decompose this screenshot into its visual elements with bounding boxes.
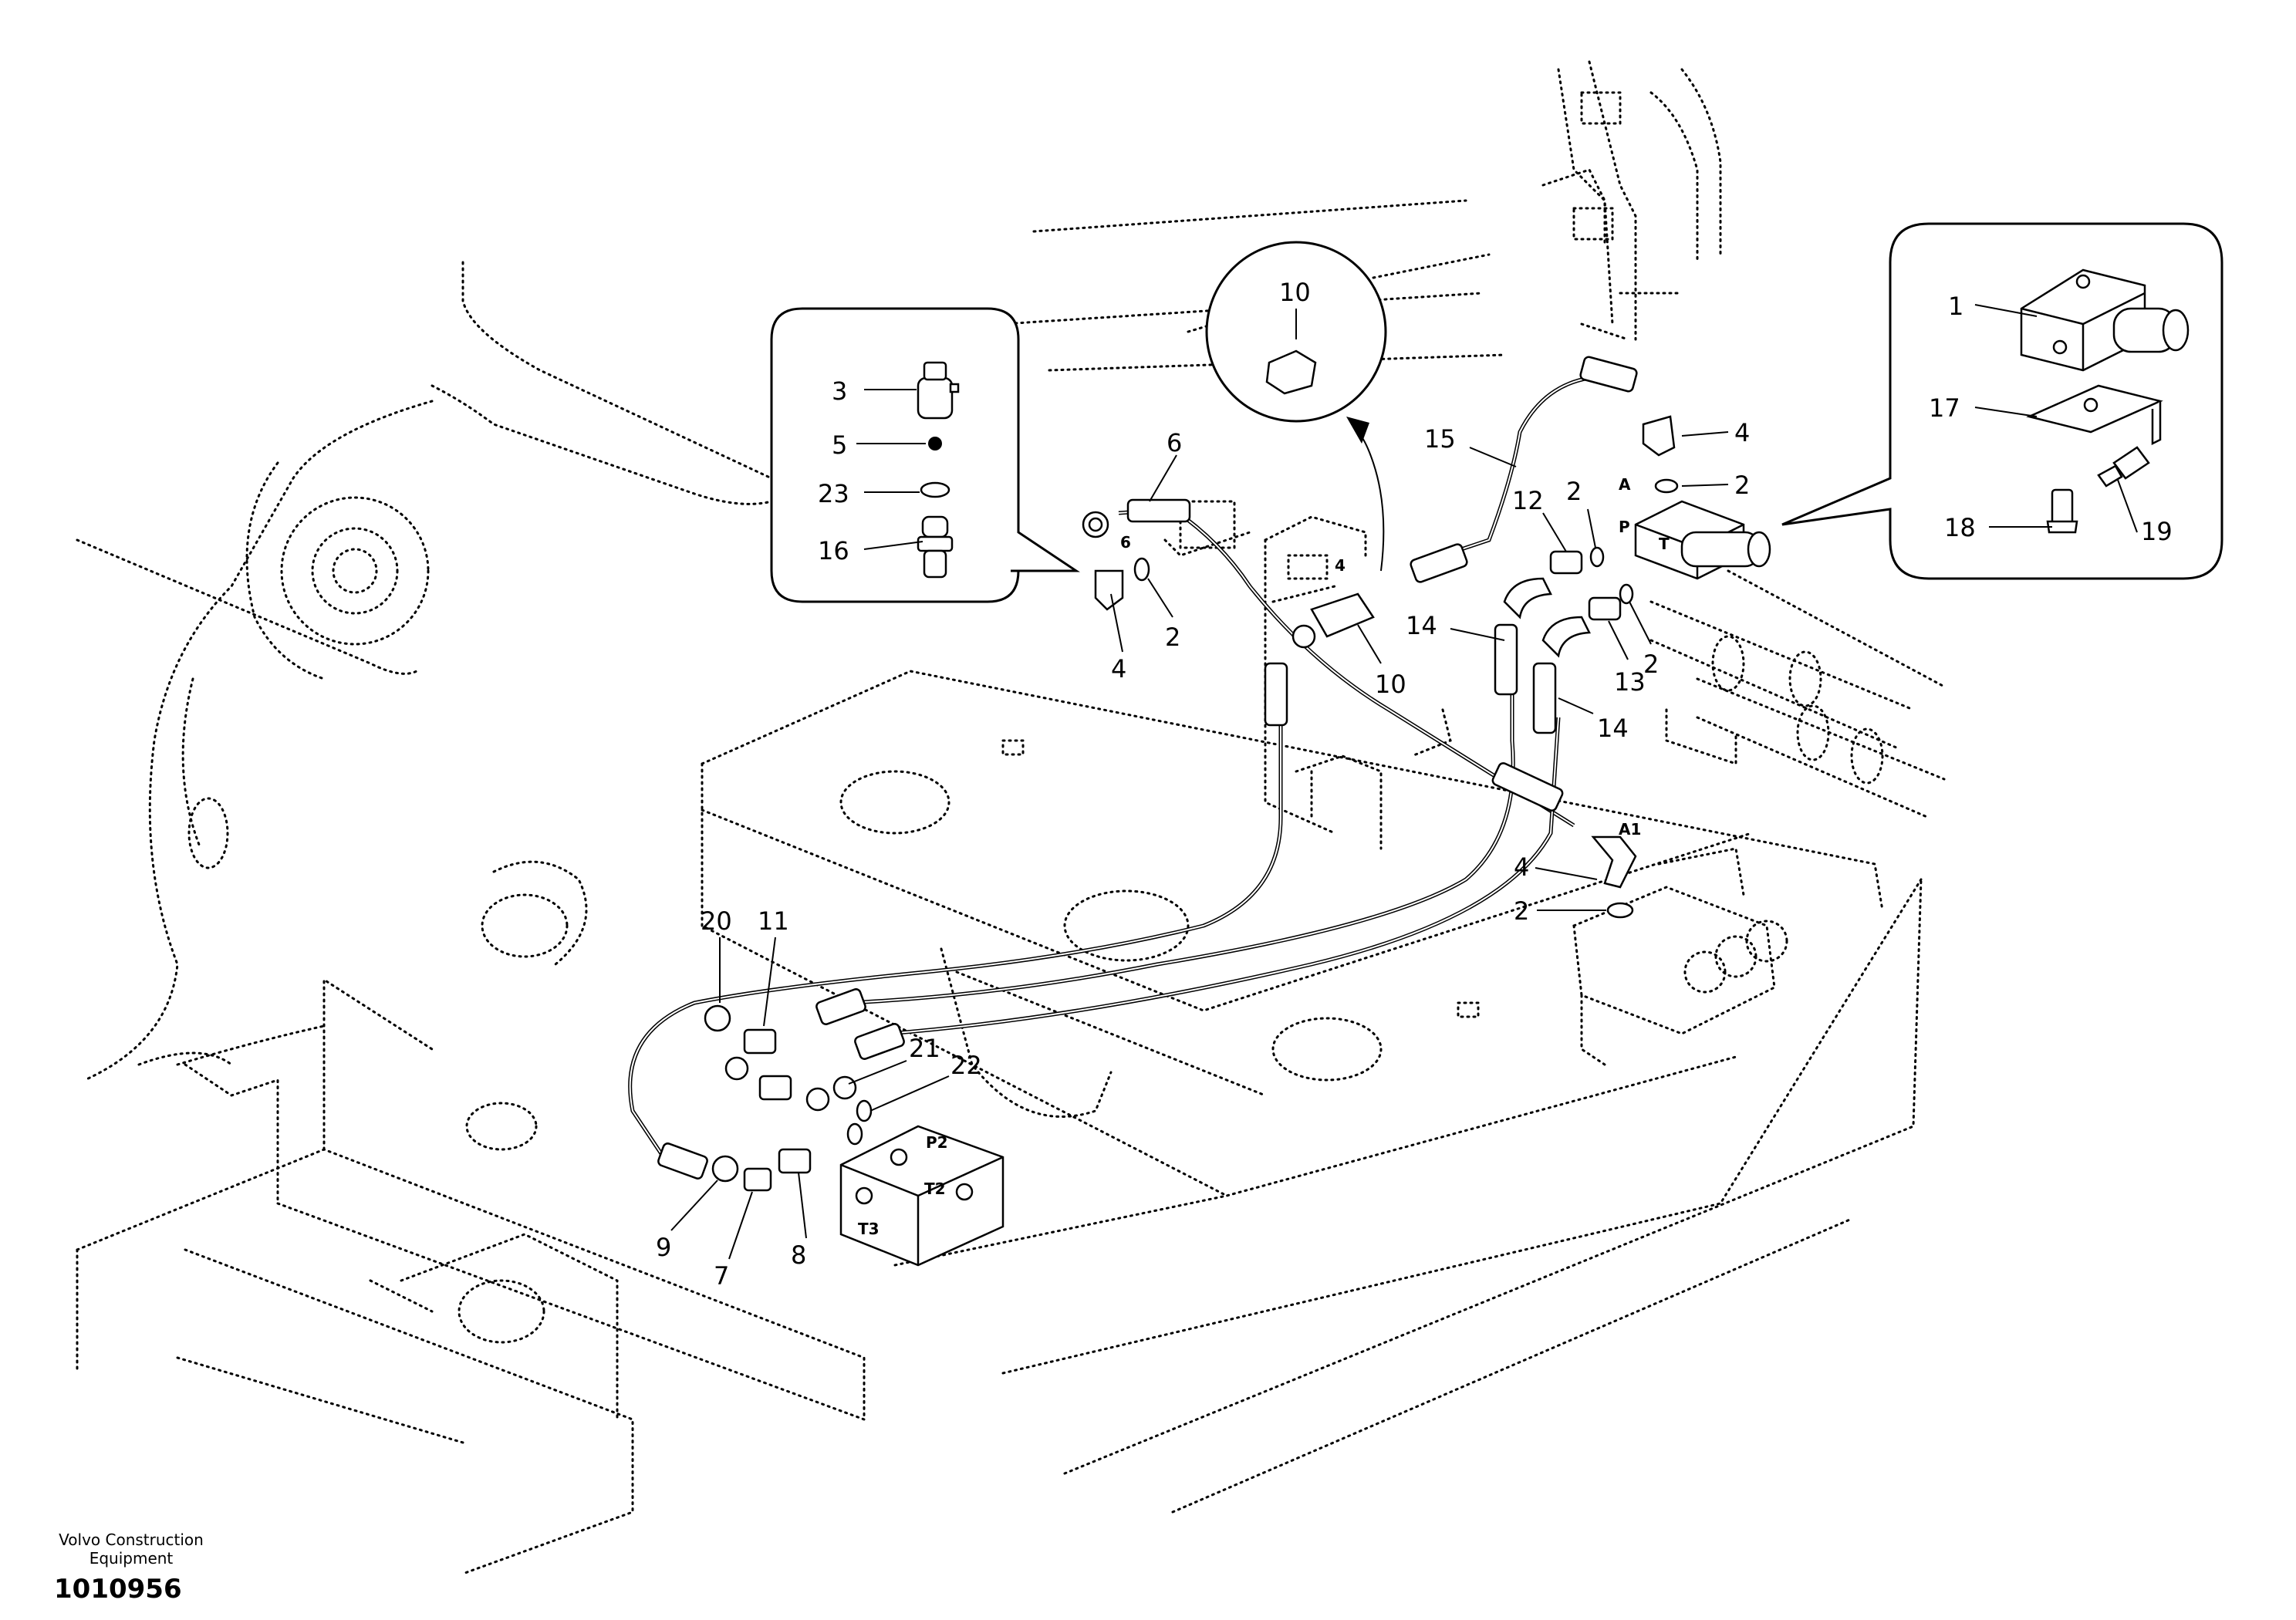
main-callouts: 6 4 2 10 15 4 2 12 2 2 13 14 14: [656, 418, 1750, 1291]
callout-16: 16: [818, 536, 849, 565]
port-label-a: A: [1619, 475, 1631, 494]
company-name-line1: Volvo Construction: [59, 1531, 204, 1549]
callout-4-a1: 4: [1514, 852, 1529, 882]
manifold-block: P2 T2 T3: [839, 1125, 1004, 1267]
callout-2-midright: 2: [1643, 650, 1659, 679]
port-label-t2: T2: [924, 1180, 946, 1198]
port-label-t: T: [1659, 535, 1670, 553]
callout-9: 9: [656, 1233, 671, 1262]
drawing-number: 1010956: [54, 1574, 182, 1605]
callout-2-a1: 2: [1514, 896, 1529, 926]
fittings: [704, 415, 1679, 1192]
solenoid-valve-block: A P T A1 4 6: [1120, 475, 1771, 839]
callout-2-top: 2: [1734, 471, 1750, 500]
valve-block-outline: [1163, 500, 1452, 850]
callout-11: 11: [758, 906, 789, 936]
callout-2-mid: 2: [1566, 477, 1582, 506]
callout-18: 18: [1944, 513, 1976, 542]
port-label-small-6: 6: [1120, 533, 1131, 552]
callout-6: 6: [1167, 428, 1182, 457]
hydraulic-hoses: [628, 376, 1590, 1159]
callout-10-detail: 10: [1279, 278, 1311, 307]
callout-8: 8: [791, 1240, 806, 1270]
port-label-p: P: [1619, 518, 1630, 536]
port-label-p2: P2: [926, 1133, 948, 1152]
company-name-line2: Equipment: [89, 1549, 174, 1568]
callout-2-left: 2: [1165, 623, 1180, 652]
callout-10-main: 10: [1375, 670, 1406, 699]
callout-14-right: 14: [1597, 714, 1629, 743]
company-name: Volvo Construction Equipment: [39, 1531, 224, 1568]
detail-bubble-solenoid: 1 17 18 19: [1781, 222, 2223, 580]
hose-ferrules: [657, 356, 1638, 1180]
port-label-small-4: 4: [1335, 556, 1346, 575]
track-frame-outline: [76, 977, 1853, 1575]
callout-22: 22: [950, 1051, 982, 1080]
detail-bubble-sensor: 3 5 23 16: [770, 307, 1080, 603]
port-label-t3: T3: [858, 1220, 880, 1238]
lower-chassis-outline: [701, 670, 1923, 1475]
callout-5: 5: [832, 430, 847, 460]
callout-19: 19: [2141, 517, 2173, 546]
callout-23: 23: [818, 479, 849, 508]
callout-15: 15: [1424, 424, 1456, 454]
callout-4-top: 4: [1734, 418, 1750, 447]
callout-4-left: 4: [1111, 654, 1126, 683]
callout-17: 17: [1929, 393, 1960, 423]
callout-7: 7: [714, 1261, 729, 1291]
lower-valve-bank-outline: [1572, 847, 1788, 1066]
right-pipe-clamps-outline: [1649, 569, 1946, 819]
callout-21: 21: [909, 1034, 940, 1063]
callout-13: 13: [1614, 667, 1646, 697]
callout-1: 1: [1948, 292, 1963, 321]
callout-12: 12: [1512, 486, 1544, 515]
callout-14-left: 14: [1406, 611, 1437, 640]
callout-3: 3: [832, 376, 847, 406]
upper-pipes-outline: [1541, 60, 1722, 341]
callout-20: 20: [701, 906, 732, 936]
port-label-a1: A1: [1619, 820, 1641, 839]
detail-bubble-fitting-10: 10: [1205, 241, 1387, 572]
